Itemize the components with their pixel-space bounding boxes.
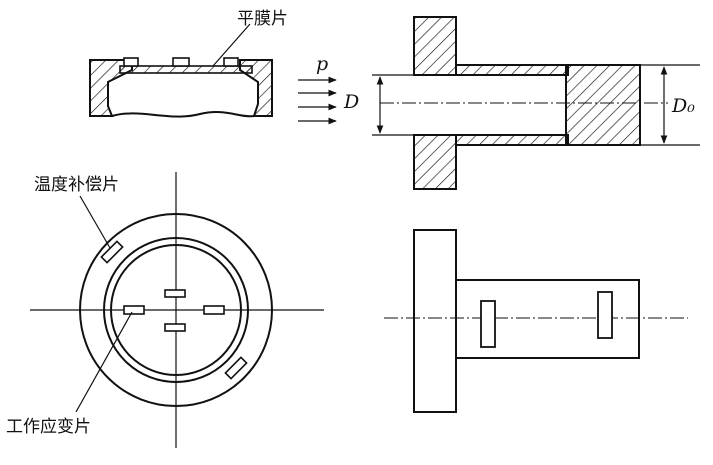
break-line bbox=[111, 111, 255, 118]
flange-top bbox=[413, 16, 457, 76]
diaphragm-leader bbox=[212, 23, 251, 67]
working-strain-gauge-label: 工作应变片 bbox=[6, 417, 91, 437]
inner-ring-inner bbox=[110, 244, 242, 376]
cylinder-side-view bbox=[384, 229, 688, 413]
working-gauge bbox=[123, 305, 145, 315]
working-gauge bbox=[164, 289, 186, 298]
side-gauge-right bbox=[597, 291, 613, 339]
pressure-arrows bbox=[298, 76, 337, 125]
side-flange bbox=[413, 229, 457, 413]
diaphragm-right-wall bbox=[239, 59, 273, 117]
outer-diameter-symbol: D₀ bbox=[671, 95, 695, 117]
working-gauge bbox=[164, 323, 186, 332]
temperature-compensation-label: 温度补偿片 bbox=[34, 175, 119, 195]
diaphragm-gauge bbox=[172, 57, 190, 67]
side-gauge-left bbox=[480, 300, 496, 348]
inner-diameter-symbol-left: D bbox=[343, 91, 359, 113]
diaphragm-gauge bbox=[123, 57, 139, 67]
flange-bottom bbox=[413, 134, 457, 190]
tube-wall-upper bbox=[455, 64, 569, 76]
outer-ring bbox=[79, 213, 273, 407]
working-gauge bbox=[203, 305, 225, 315]
flat-diaphragm-plate bbox=[119, 65, 253, 74]
diaphragm-section bbox=[89, 23, 273, 118]
working-leader bbox=[75, 311, 133, 413]
inner-bore bbox=[414, 75, 566, 135]
diaphragm-top-view bbox=[30, 172, 324, 448]
tube-wall-lower bbox=[455, 134, 569, 146]
diaphragm-gauge bbox=[223, 57, 239, 67]
pressure-symbol: p bbox=[316, 53, 328, 75]
side-tube bbox=[455, 279, 640, 359]
temperature-gauge bbox=[224, 356, 248, 380]
cylinder-section bbox=[372, 16, 700, 190]
temperature-gauge bbox=[100, 240, 124, 264]
temperature-leader bbox=[79, 195, 111, 249]
solid-end bbox=[565, 64, 641, 146]
inner-ring-outer bbox=[103, 237, 249, 383]
flat-diaphragm-label: 平膜片 bbox=[237, 9, 288, 29]
